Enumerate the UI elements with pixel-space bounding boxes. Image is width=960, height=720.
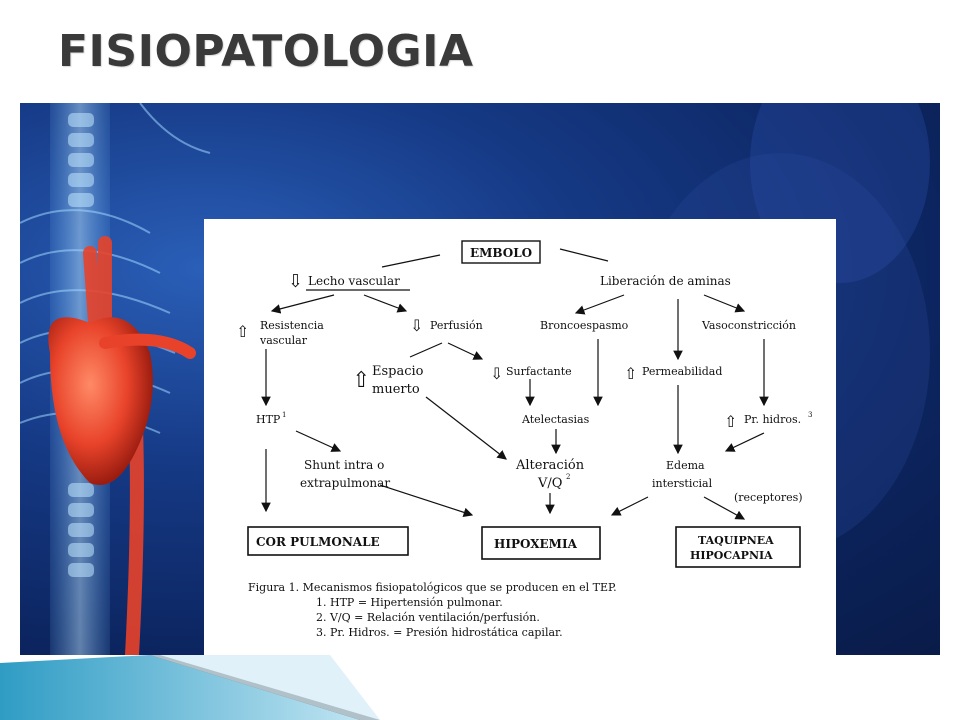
node-broncoespasmo: Broncoespasmo <box>540 319 629 332</box>
taquipnea-box <box>675 526 801 568</box>
node-pr-hidros: Pr. hidros. <box>744 413 801 426</box>
node-atelectasias: Atelectasias <box>521 413 590 426</box>
node-espacio-muerto-2: muerto <box>372 382 420 397</box>
node-shunt: Shunt intra o <box>304 458 384 472</box>
cor-pulmonale-box <box>247 526 409 556</box>
node-permeabilidad: Permeabilidad <box>642 365 722 378</box>
figure-caption-title: Figura 1. Mecanismos fisiopatológicos qu… <box>248 581 617 594</box>
node-surfactante: Surfactante <box>506 365 572 378</box>
pathophysiology-diagram: ⇩ ⇧ ⇩ ⇧ ⇩ ⇧ ⇧ EMBOLO Lecho vascular Libe… <box>204 219 836 655</box>
node-resistencia: Resistencia <box>260 319 324 332</box>
node-espacio-muerto: Espacio <box>372 364 424 379</box>
node-liberacion-aminas: Liberación de aminas <box>600 274 731 288</box>
node-vasoconstriccion: Vasoconstricción <box>701 319 796 332</box>
node-cor-pulmonale: COR PULMONALE <box>256 535 380 549</box>
down-arrow-icon: ⇩ <box>288 271 303 292</box>
node-edema-2: intersticial <box>652 477 713 490</box>
figure-caption-note: 2. V/Q = Relación ventilación/perfusión. <box>316 611 540 624</box>
node-alteracion-2: V/Q <box>537 476 562 491</box>
decorative-bottom-band <box>0 655 380 720</box>
figure-caption-note: 3. Pr. Hidros. = Presión hidrostática ca… <box>316 626 563 639</box>
node-alteracion-sup: 2 <box>566 473 570 481</box>
node-hipoxemia: HIPOXEMIA <box>494 537 578 551</box>
figure-caption-note: 1. HTP = Hipertensión pulmonar. <box>316 596 503 609</box>
up-arrow-icon: ⇧ <box>352 368 370 393</box>
slide-title: FISIOPATOLOGIA <box>58 26 474 77</box>
node-hipocapnia: HIPOCAPNIA <box>690 549 773 562</box>
node-pr-hidros-sup: 3 <box>808 411 812 419</box>
node-lecho-vascular: Lecho vascular <box>308 274 400 288</box>
up-arrow-icon: ⇧ <box>624 364 637 383</box>
node-resistencia-2: vascular <box>259 334 308 347</box>
down-arrow-icon: ⇩ <box>490 364 503 383</box>
node-perfusion: Perfusión <box>430 319 483 332</box>
node-taquipnea: TAQUIPNEA <box>698 534 774 547</box>
heart-icon <box>48 317 153 485</box>
embolo-box <box>461 240 541 264</box>
node-receptores: (receptores) <box>734 491 803 504</box>
up-arrow-icon: ⇧ <box>236 322 249 341</box>
up-arrow-icon: ⇧ <box>724 412 737 431</box>
node-alteracion: Alteración <box>515 458 585 473</box>
node-htp-sup: 1 <box>282 411 286 419</box>
node-shunt-2: extrapulmonar <box>300 476 390 490</box>
node-htp: HTP <box>256 413 281 426</box>
node-edema: Edema <box>666 459 705 472</box>
node-embolo: EMBOLO <box>470 246 532 260</box>
hipoxemia-box <box>481 526 601 560</box>
down-arrow-icon: ⇩ <box>410 316 423 335</box>
